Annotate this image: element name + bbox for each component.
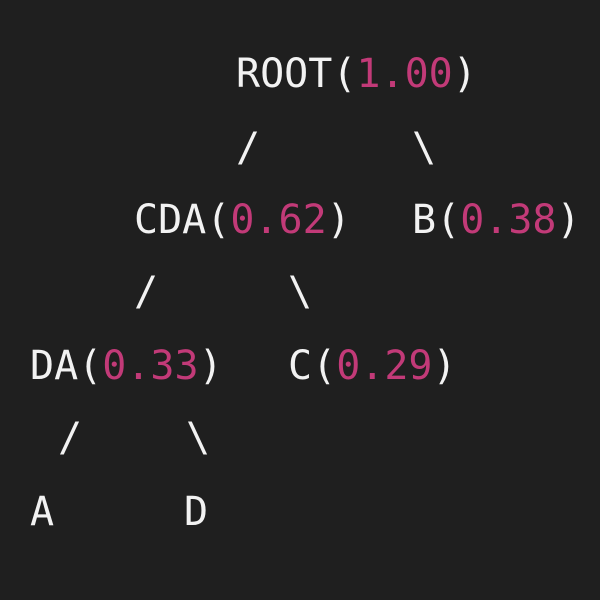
edge-da-right: \ [186,415,211,461]
node-c-value: 0.29 [336,343,433,389]
node-da-value: 0.33 [102,343,199,389]
node-cda-name: CDA [134,197,207,243]
edge-root-right: \ [412,125,437,171]
node-b-name: B [412,197,437,243]
node-b: B(0.38) [412,197,581,243]
node-c: C(0.29) [288,343,457,389]
edge-cda-right: \ [288,269,313,315]
edge-da-left: / [58,415,83,461]
node-root-value: 1.00 [356,51,453,97]
node-da: DA(0.33) [30,343,223,389]
node-d: D [184,489,209,535]
node-root-name: ROOT [236,51,333,97]
node-da-name: DA [30,343,79,389]
node-cda-value: 0.62 [230,197,327,243]
node-cda: CDA(0.62) [134,197,351,243]
edge-cda-left: / [134,269,159,315]
node-c-name: C [288,343,313,389]
node-root: ROOT(1.00) [236,51,477,97]
edge-root-left: / [236,125,261,171]
node-a: A [30,489,55,535]
node-b-value: 0.38 [460,197,557,243]
